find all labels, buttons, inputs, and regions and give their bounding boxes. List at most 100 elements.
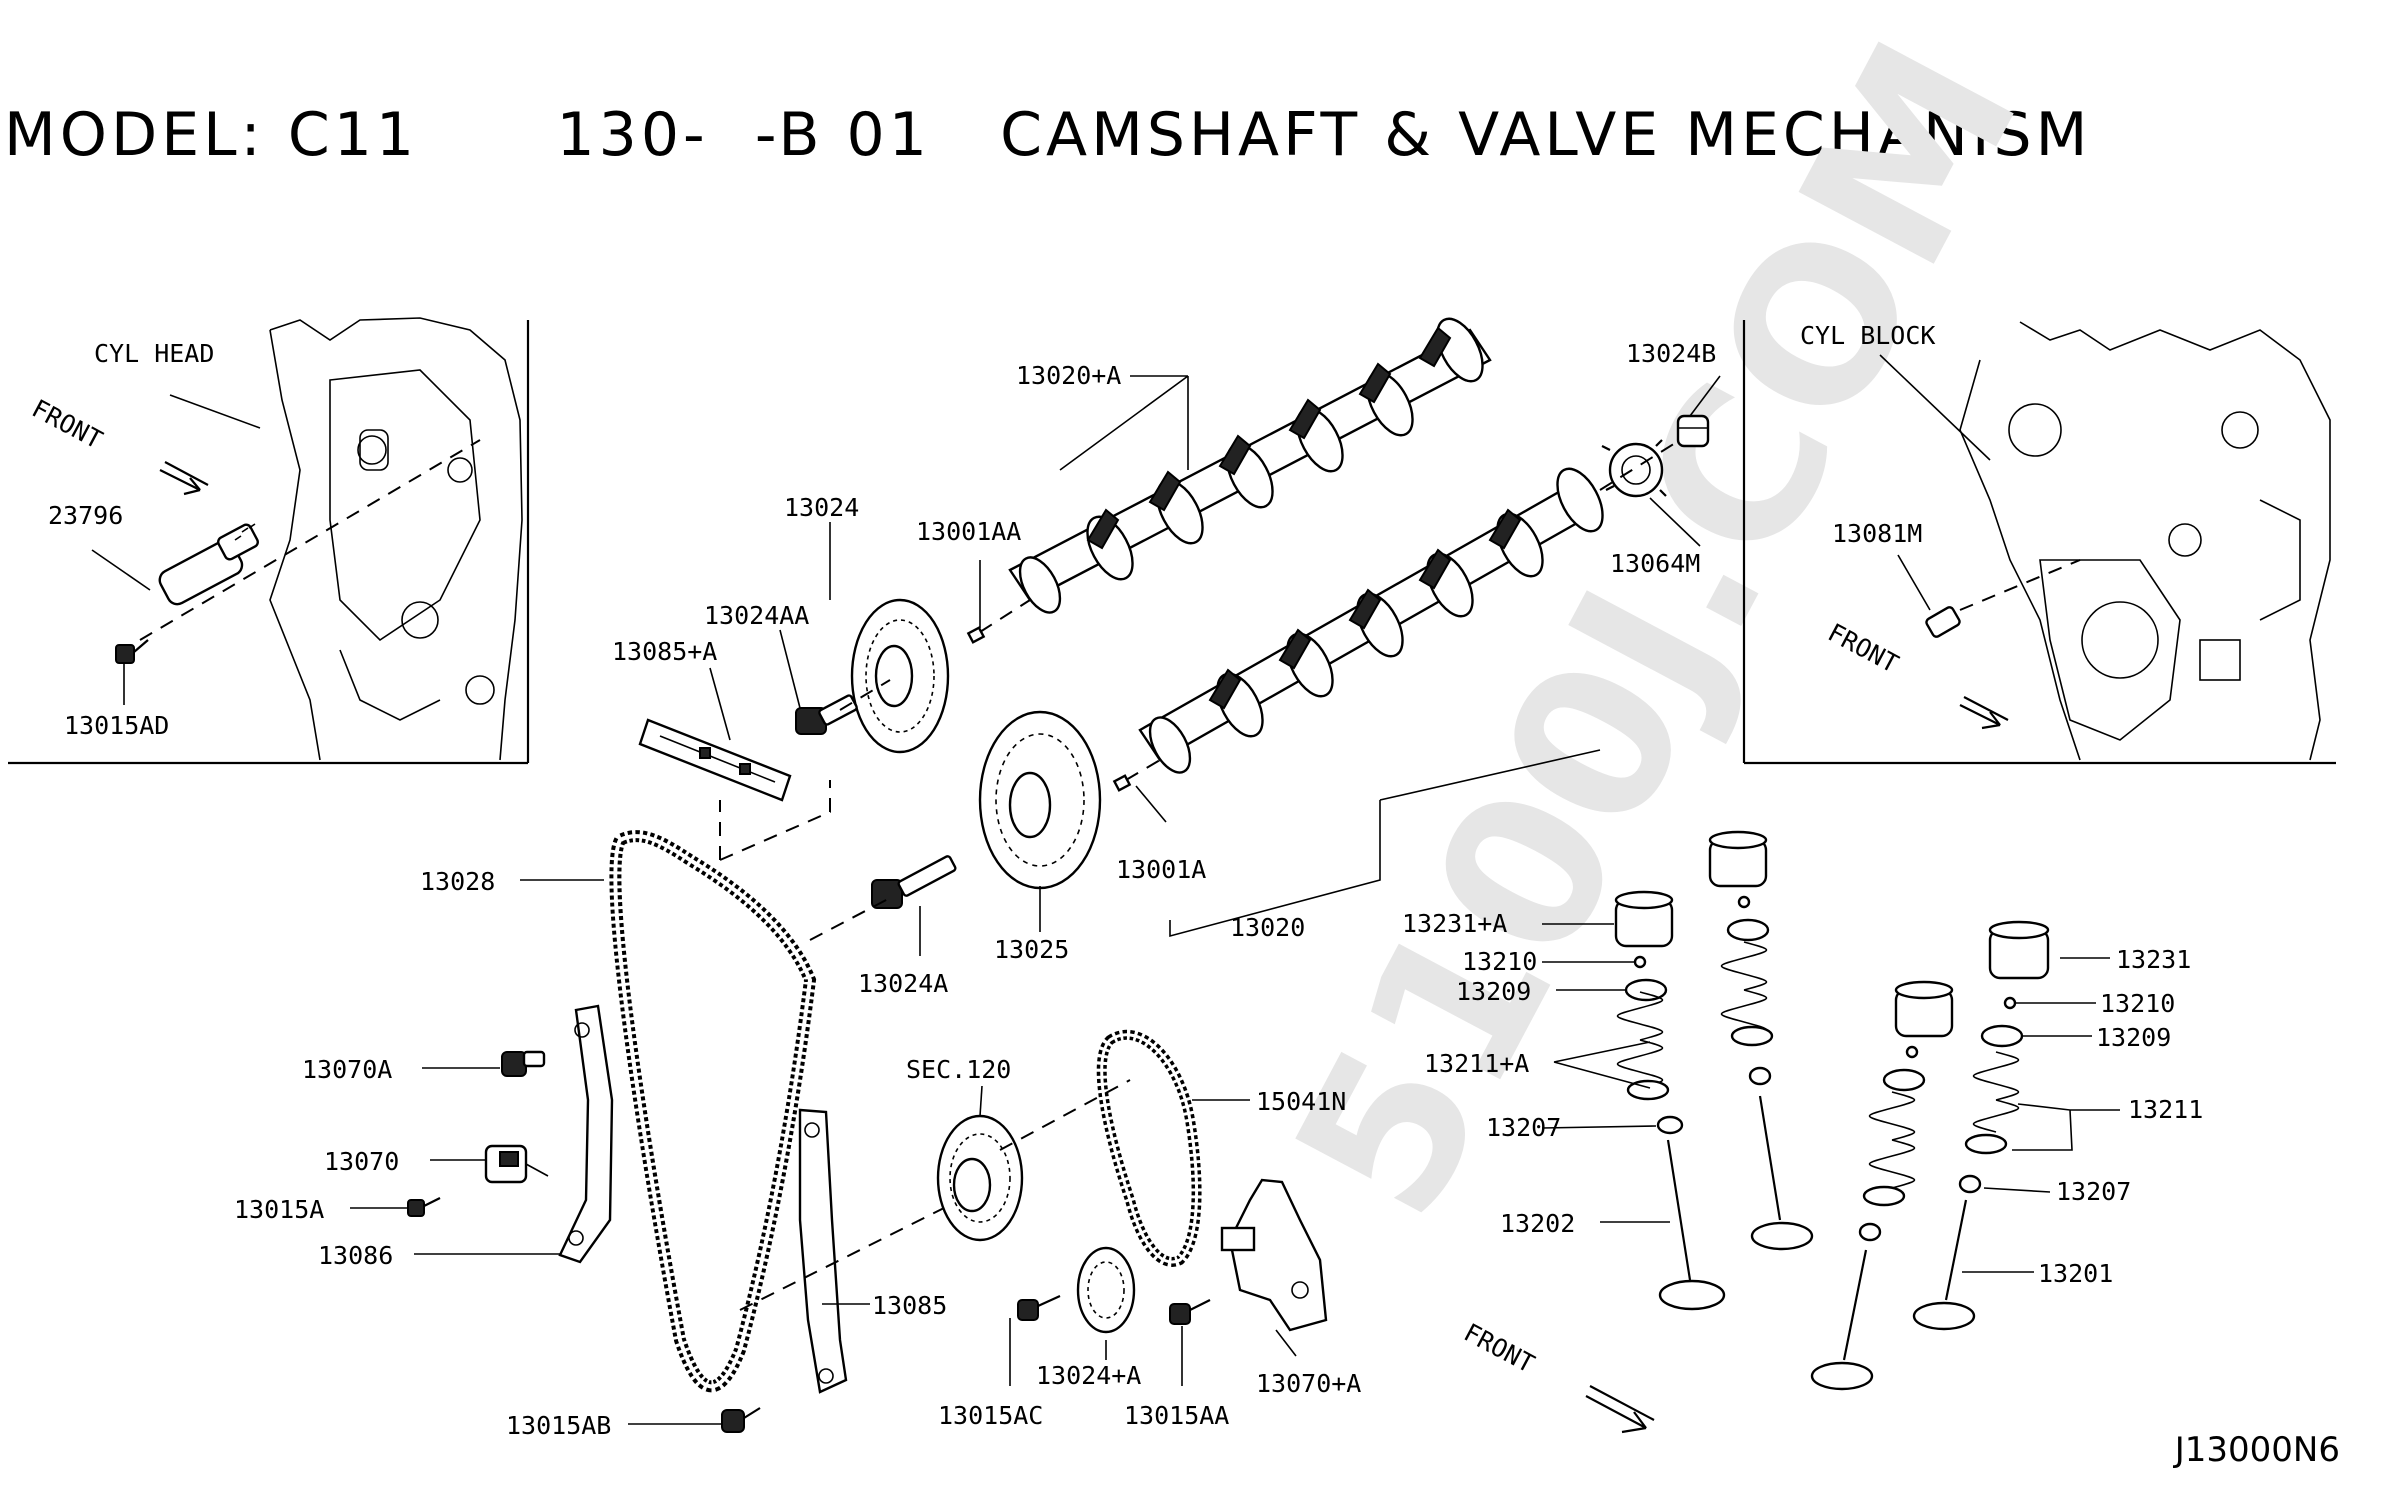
lifter-13231 bbox=[1988, 920, 2050, 980]
label-13211: 13211 bbox=[2128, 1095, 2203, 1124]
vvt-sprocket-13025 bbox=[978, 710, 1102, 890]
chain-tensioner-13070A bbox=[1220, 1178, 1328, 1332]
lifter-left-upper bbox=[1708, 830, 1768, 888]
spring-13211 bbox=[1964, 1051, 2020, 1155]
front-label-main: FRONT bbox=[1459, 1318, 1539, 1379]
label-13070-plus-A: 13070+A bbox=[1256, 1369, 1361, 1398]
cylinder-head-outline bbox=[269, 317, 523, 761]
crankshaft-sprocket bbox=[936, 1114, 1024, 1242]
assembly-line bbox=[979, 599, 1031, 633]
seal-13207 bbox=[1656, 1115, 1684, 1135]
timing-chain-13028 bbox=[609, 830, 817, 1393]
label-13070: 13070 bbox=[324, 1147, 399, 1176]
assembly-line bbox=[1599, 439, 1681, 491]
label-13015AA: 13015AA bbox=[1124, 1401, 1229, 1430]
label-13086: 13086 bbox=[318, 1241, 393, 1270]
valve-13201 bbox=[1912, 1199, 1976, 1331]
label-13231A: 13231+A bbox=[1402, 909, 1507, 938]
label-13085: 13085 bbox=[872, 1291, 947, 1320]
valve bbox=[1810, 1249, 1874, 1391]
tensioner-arm-13086 bbox=[558, 1004, 614, 1264]
label-15041N: 15041N bbox=[1256, 1087, 1346, 1116]
plug-13081M bbox=[1925, 606, 1961, 638]
front-arrow-right-inset bbox=[1959, 696, 2009, 730]
bolt-13015AD bbox=[115, 639, 149, 664]
label-13211A: 13211+A bbox=[1424, 1049, 1529, 1078]
cylinder-block-inset: CYL BLOCK FRONT 13081M bbox=[1742, 320, 2336, 765]
label-13064M: 13064M bbox=[1610, 549, 1700, 578]
assembly-line bbox=[139, 439, 481, 641]
leader-lines bbox=[350, 375, 2120, 1425]
label-13001AA: 13001AA bbox=[916, 517, 1021, 546]
bolt-13015A bbox=[407, 1197, 441, 1217]
label-13028: 13028 bbox=[420, 867, 495, 896]
spring bbox=[1720, 941, 1774, 1047]
label-13207-left: 13207 bbox=[1486, 1113, 1561, 1142]
bolt-13070A bbox=[501, 1050, 546, 1077]
label-23796: 23796 bbox=[48, 501, 123, 530]
pin-13001AA bbox=[966, 626, 986, 644]
label-13020A: 13020+A bbox=[1016, 361, 1121, 390]
label-13201: 13201 bbox=[2038, 1259, 2113, 1288]
assembly-line bbox=[839, 679, 891, 711]
label-13015AC: 13015AC bbox=[938, 1401, 1043, 1430]
label-13209-left: 13209 bbox=[1456, 977, 1531, 1006]
leader-23796 bbox=[91, 549, 151, 591]
page-title: MODEL: C11 130- -B 01 CAMSHAFT & VALVE M… bbox=[4, 100, 2092, 170]
seal bbox=[1748, 1066, 1772, 1086]
label-13024B: 13024B bbox=[1626, 339, 1716, 368]
bolt-13024AA bbox=[795, 694, 858, 735]
label-13081M: 13081M bbox=[1832, 519, 1922, 548]
collet bbox=[1737, 895, 1751, 909]
diagram-reference-code: J13000N6 bbox=[2174, 1430, 2340, 1470]
tensioner-13070 bbox=[484, 1144, 549, 1184]
bolt-13015AB bbox=[721, 1407, 761, 1433]
leader-cyl-head bbox=[169, 394, 261, 429]
assembly-line bbox=[739, 1199, 961, 1311]
bolt-13015AC bbox=[1017, 1294, 1061, 1321]
plug-13024B bbox=[1676, 414, 1710, 448]
label-13020: 13020 bbox=[1230, 913, 1305, 942]
pin-13001A bbox=[1112, 774, 1132, 792]
label-13015A: 13015A bbox=[234, 1195, 324, 1224]
front-arrow-left-inset bbox=[159, 461, 209, 496]
label-13202: 13202 bbox=[1500, 1209, 1575, 1238]
collet-13210 bbox=[2003, 996, 2017, 1010]
oil-pump-sprocket-13024A bbox=[1076, 1246, 1136, 1334]
assembly-line bbox=[1959, 559, 2081, 611]
retainer bbox=[1726, 918, 1770, 942]
label-13015AD: 13015AD bbox=[64, 711, 169, 740]
bolt-13024A bbox=[871, 855, 957, 909]
retainer-13209 bbox=[1624, 978, 1668, 1002]
label-13231: 13231 bbox=[2116, 945, 2191, 974]
lifter-right-lower bbox=[1894, 980, 1954, 1038]
valve bbox=[1750, 1095, 1814, 1251]
intake-camshaft-13020A bbox=[1008, 317, 1492, 614]
label-13001A: 13001A bbox=[1116, 855, 1206, 884]
label-13024AA: 13024AA bbox=[704, 601, 809, 630]
signal-plate-13064M bbox=[1601, 439, 1667, 498]
retainer-13209 bbox=[1980, 1024, 2024, 1048]
front-arrow-main bbox=[1585, 1385, 1655, 1434]
spring bbox=[1862, 1091, 1916, 1207]
assembly-line bbox=[719, 780, 831, 861]
bolt-13015AA bbox=[1169, 1299, 1211, 1325]
seal bbox=[1858, 1222, 1882, 1242]
assembly-line bbox=[999, 1079, 1131, 1151]
cyl-head-label: CYL HEAD bbox=[94, 339, 214, 368]
leader-13081M bbox=[1897, 554, 1931, 611]
label-13070A: 13070A bbox=[302, 1055, 392, 1084]
cylinder-head-inset: CYL HEAD FRONT 23796 13015AD bbox=[8, 317, 530, 765]
label-13015AB: 13015AB bbox=[506, 1411, 611, 1440]
label-13085A: 13085+A bbox=[612, 637, 717, 666]
cylinder-block-outline bbox=[1959, 321, 2331, 761]
collet-13210 bbox=[1633, 955, 1647, 969]
vvt-solenoid-23796 bbox=[158, 523, 259, 606]
label-sec-120: SEC.120 bbox=[906, 1055, 1011, 1084]
valve-train-left-set bbox=[1614, 830, 1954, 1391]
chain-guide-13085 bbox=[798, 1108, 848, 1394]
cyl-block-label: CYL BLOCK bbox=[1800, 321, 1935, 350]
retainer bbox=[1882, 1068, 1926, 1092]
label-13210-right: 13210 bbox=[2100, 989, 2175, 1018]
